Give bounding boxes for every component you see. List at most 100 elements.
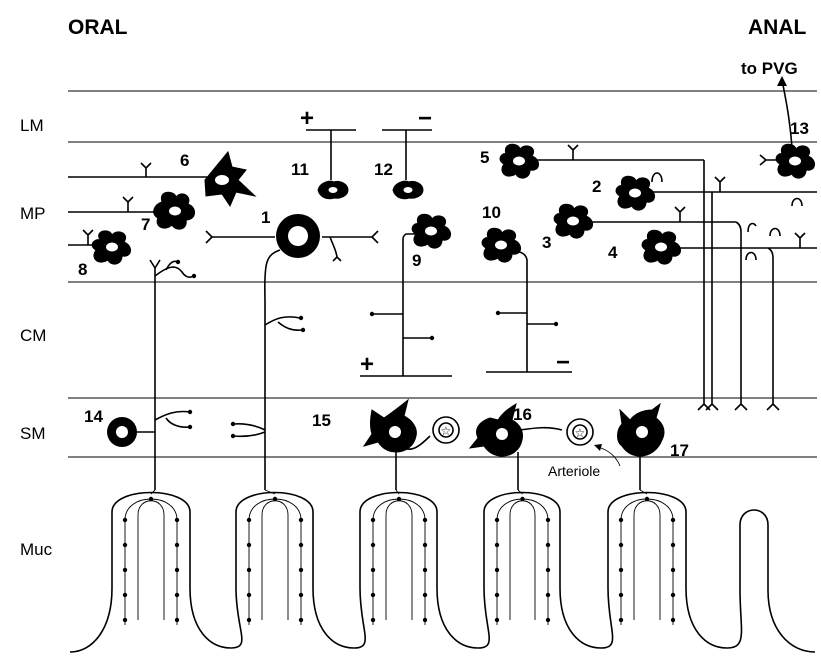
- neuron-number: 10: [482, 203, 501, 222]
- to-pvg-label: to PVG: [741, 59, 798, 78]
- mucosa-villi: [70, 493, 815, 653]
- layer-label-lm: LM: [20, 116, 44, 135]
- nerve-ending-dot: [671, 568, 675, 572]
- nerve-ending-dot: [175, 518, 179, 522]
- excitatory-sign-11: +: [300, 105, 314, 132]
- villus-fibre: [249, 499, 301, 625]
- neuron-number: 1: [261, 208, 270, 227]
- nerve-ending-dot: [619, 568, 623, 572]
- neuron-1: [206, 214, 378, 490]
- layer-label-cm: CM: [20, 326, 46, 345]
- nerve-ending-dot: [546, 543, 550, 547]
- nerve-ending-dot: [619, 543, 623, 547]
- villus-inner: [262, 501, 288, 620]
- villus-fibre: [497, 499, 548, 625]
- nerve-ending-dot: [371, 543, 375, 547]
- nerve-ending-dot: [247, 618, 251, 622]
- nerve-ending-dot: [671, 593, 675, 597]
- nerve-ending-dot: [175, 543, 179, 547]
- excitatory-sign-9: +: [360, 351, 374, 378]
- arteriole-pointer-head: [594, 444, 602, 451]
- nerve-ending-dot: [247, 543, 251, 547]
- oral-header: ORAL: [68, 16, 128, 39]
- nerve-ending-dot: [123, 543, 127, 547]
- nerve-ending-dot: [123, 618, 127, 622]
- villus-fibre: [125, 499, 177, 625]
- arteriole-pointer: [598, 447, 620, 466]
- nerve-ending-dot: [495, 518, 499, 522]
- nerve-ending-dot: [546, 568, 550, 572]
- arteriole-label: Arteriole: [548, 463, 600, 479]
- anal-header: ANAL: [748, 16, 806, 39]
- nerve-ending-dot: [175, 593, 179, 597]
- nerve-ending-dot: [175, 568, 179, 572]
- nerve-ending-dot: [299, 518, 303, 522]
- nerve-ending-dot: [299, 568, 303, 572]
- nerve-ending-dot: [645, 497, 649, 501]
- neuron-number: 6: [180, 151, 189, 170]
- nerve-ending-dot: [495, 568, 499, 572]
- neuron-14: [107, 417, 155, 447]
- layer-label-mp: MP: [20, 204, 46, 223]
- nerve-ending-dot: [423, 618, 427, 622]
- nerve-ending-dot: [423, 518, 427, 522]
- villus-inner: [510, 501, 535, 620]
- nerve-ending-dot: [619, 518, 623, 522]
- nerve-ending-dot: [371, 618, 375, 622]
- nerve-ending-dot: [175, 618, 179, 622]
- nerve-ending-dot: [273, 497, 277, 501]
- nerve-ending-dot: [423, 593, 427, 597]
- neuron-15: [364, 400, 430, 490]
- nerve-ending-dot: [619, 618, 623, 622]
- villus-outline: [70, 493, 815, 653]
- nerve-ending-dot: [247, 568, 251, 572]
- nerve-ending-dot: [123, 593, 127, 597]
- svg-text:☆: ☆: [441, 424, 452, 438]
- neuron-number: 16: [513, 405, 532, 424]
- villus-nerve-fibres: [123, 490, 675, 625]
- nerve-ending-dot: [299, 618, 303, 622]
- nerve-ending-dot: [546, 593, 550, 597]
- nerve-ending-dot: [423, 543, 427, 547]
- nerve-ending-dot: [371, 593, 375, 597]
- neuron-number: 17: [670, 441, 689, 460]
- nerve-ending-dot: [671, 518, 675, 522]
- neuron-7: [68, 192, 195, 229]
- neuron-number: 9: [412, 251, 421, 270]
- arteriole-2: ☆: [567, 419, 593, 445]
- nerve-ending-dot: [619, 593, 623, 597]
- neuron-17: [618, 404, 665, 490]
- nerve-ending-dot: [123, 568, 127, 572]
- nerve-ending-dot: [247, 518, 251, 522]
- nerve-ending-dot: [371, 518, 375, 522]
- neuron-2: [616, 176, 817, 410]
- villus-fibre: [373, 499, 425, 625]
- neuron-4: [642, 230, 817, 410]
- nerve-ending-dot: [299, 593, 303, 597]
- nerve-ending-dot: [546, 618, 550, 622]
- layer-label-muc: Muc: [20, 540, 53, 559]
- nerve-ending-dot: [397, 497, 401, 501]
- nerve-ending-dot: [495, 618, 499, 622]
- neuron-number: 5: [480, 148, 489, 167]
- neuron-number: 14: [84, 407, 103, 426]
- nerve-ending-dot: [671, 618, 675, 622]
- nerve-ending-dot: [495, 593, 499, 597]
- nerve-ending-dot: [123, 518, 127, 522]
- svg-text:☆: ☆: [575, 426, 586, 440]
- nerve-ending-dot: [423, 568, 427, 572]
- neuron-number: 7: [141, 215, 150, 234]
- neuron-number: 8: [78, 260, 87, 279]
- inhibitory-sign-10: −: [556, 349, 570, 376]
- nerve-ending-dot: [371, 568, 375, 572]
- neuron-11: [306, 130, 356, 199]
- villus-inner: [386, 501, 412, 620]
- nerve-ending-dot: [520, 497, 524, 501]
- neuron-5: [500, 144, 710, 410]
- nerve-ending-dot: [247, 593, 251, 597]
- neuron-number: 12: [374, 160, 393, 179]
- nerve-ending-dot: [299, 543, 303, 547]
- neuron-number: 4: [608, 243, 618, 262]
